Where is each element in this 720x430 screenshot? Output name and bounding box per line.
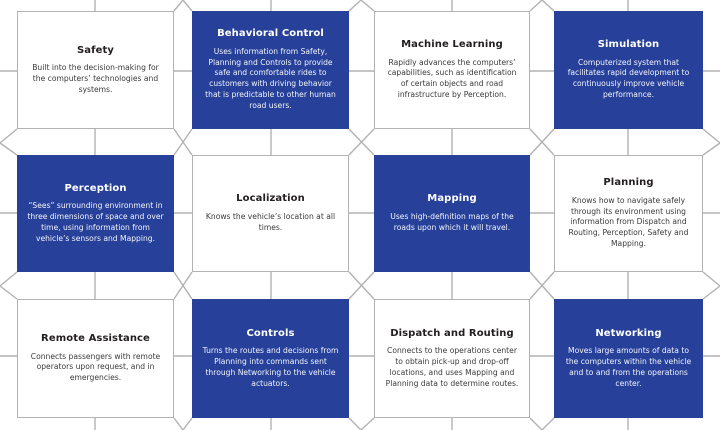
card-title: Mapping xyxy=(427,193,477,205)
card-networking[interactable]: Networking Moves large amounts of data t… xyxy=(554,299,703,418)
connector-x-r2r3-right-edge xyxy=(702,271,720,300)
card-dispatch-and-routing[interactable]: Dispatch and Routing Connects to the ope… xyxy=(374,299,530,418)
card-body: Rapidly advances the computers’ capabili… xyxy=(387,57,517,100)
card-body: Built into the decision-making for the c… xyxy=(32,63,159,94)
connector-x-r2r3-c2c3 xyxy=(348,271,375,300)
card-body: Computerized system that facilitates rap… xyxy=(567,57,690,100)
card-title: Localization xyxy=(236,193,305,205)
connector-x-r1r2-c2c3 xyxy=(348,128,375,156)
card-body: Knows how to navigate safely through its… xyxy=(568,195,689,248)
card-body: Connects to the operations center to obt… xyxy=(385,346,519,388)
card-body: Moves large amounts of data to the compu… xyxy=(565,346,692,388)
card-body: Knows the vehicle’s location at all time… xyxy=(205,211,336,232)
card-title: Perception xyxy=(64,182,127,194)
connector-x-bottom-c2c3 xyxy=(348,417,375,430)
card-behavioral-control[interactable]: Behavioral Control Uses information from… xyxy=(192,11,349,129)
card-body: Connects passengers with remote operator… xyxy=(30,351,161,383)
card-body: Uses high-definition maps of the roads u… xyxy=(390,211,514,232)
card-title: Simulation xyxy=(597,39,660,51)
card-safety[interactable]: Safety Built into the decision-making fo… xyxy=(17,11,174,129)
card-body: Uses information from Safety, Planning a… xyxy=(205,46,336,110)
card-title: Networking xyxy=(595,327,662,339)
card-title: Behavioral Control xyxy=(217,28,324,40)
card-mapping[interactable]: Mapping Uses high-definition maps of the… xyxy=(374,155,530,272)
connector-x-top-c1c2 xyxy=(173,0,193,12)
connector-x-bottom-c3c4 xyxy=(529,417,555,430)
connector-x-r2r3-left-edge xyxy=(0,271,18,300)
connector-x-r1r2-c1c2 xyxy=(173,128,193,156)
card-title: Planning xyxy=(603,177,654,189)
card-machine-learning[interactable]: Machine Learning Rapidly advances the co… xyxy=(374,11,530,129)
card-title: Remote Assistance xyxy=(41,333,150,345)
card-body: Turns the routes and decisions from Plan… xyxy=(202,346,339,388)
connector-x-r1r2-c3c4 xyxy=(529,128,555,156)
connector-x-top-c3c4 xyxy=(529,0,555,12)
connector-x-top-c2c3 xyxy=(348,0,375,12)
connector-x-r2r3-c1c2 xyxy=(173,271,193,300)
card-title: Safety xyxy=(77,44,114,56)
card-title: Dispatch and Routing xyxy=(390,327,514,339)
card-planning[interactable]: Planning Knows how to navigate safely th… xyxy=(554,155,703,272)
card-title: Controls xyxy=(246,327,295,339)
card-perception[interactable]: Perception “Sees” surrounding environmen… xyxy=(17,155,174,272)
connector-x-r1r2-right-edge xyxy=(702,128,720,156)
connector-x-r2r3-c3c4 xyxy=(529,271,555,300)
connector-x-bottom-c1c2 xyxy=(173,417,193,430)
card-controls[interactable]: Controls Turns the routes and decisions … xyxy=(192,299,349,418)
card-simulation[interactable]: Simulation Computerized system that faci… xyxy=(554,11,703,129)
connector-x-r1r2-left-edge xyxy=(0,128,18,156)
card-body: “Sees” surrounding environment in three … xyxy=(27,201,164,243)
card-title: Machine Learning xyxy=(401,39,503,51)
card-remote-assistance[interactable]: Remote Assistance Connects passengers wi… xyxy=(17,299,174,418)
card-localization[interactable]: Localization Knows the vehicle’s locatio… xyxy=(192,155,349,272)
